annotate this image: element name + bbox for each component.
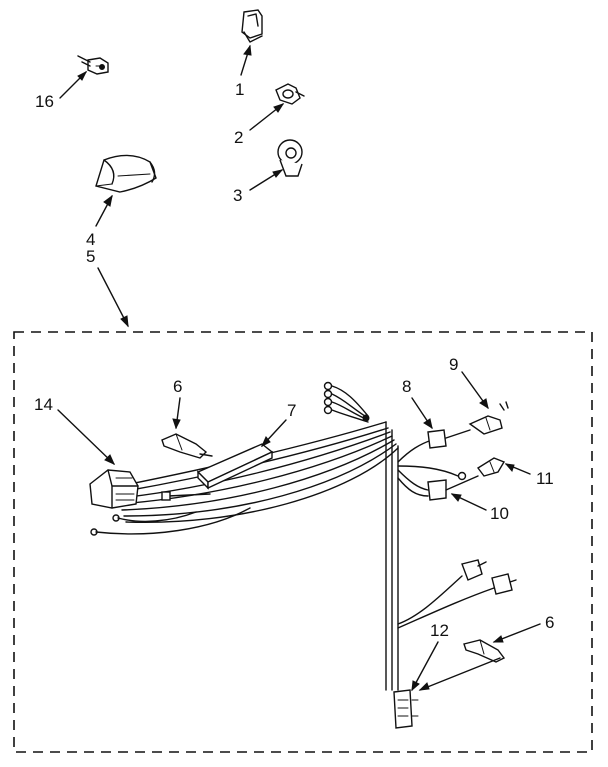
part-7-block [196, 443, 274, 490]
part-2-clip [275, 83, 305, 105]
callout-7: 7 [287, 401, 296, 420]
leader-16 [59, 70, 88, 99]
right-branch-connectors [397, 559, 517, 629]
part-6-terminal-right [463, 639, 506, 663]
leader-11 [504, 463, 531, 475]
part-10-connector [397, 465, 479, 501]
part-16-connector [77, 55, 109, 75]
leader-5 [97, 267, 129, 328]
part-1-clip [241, 9, 263, 43]
leader-8 [411, 397, 433, 430]
part-11-terminal [476, 457, 506, 477]
left-loose-wires [90, 491, 251, 536]
callout-16: 16 [35, 92, 54, 111]
leader-2 [249, 103, 285, 131]
callout-2: 2 [234, 128, 243, 147]
leader-4 [95, 194, 113, 227]
upper-ring-terminal-wires [323, 381, 370, 423]
leader-14 [57, 409, 115, 465]
callout-11: 11 [536, 469, 554, 488]
callout-12: 12 [430, 621, 449, 640]
harness-assembly-boundary [13, 331, 593, 753]
callout-9: 9 [449, 355, 458, 374]
callout-4: 4 [86, 230, 95, 249]
leader-12 [411, 641, 501, 692]
callout-5: 5 [86, 247, 95, 266]
part-3-ring-clip [277, 139, 303, 177]
callout-10: 10 [490, 504, 509, 523]
callout-8: 8 [402, 377, 411, 396]
callout-1: 1 [235, 80, 244, 99]
leader-6-left [172, 397, 181, 430]
part-8-connector [397, 429, 471, 463]
harness-main-bundle [119, 421, 399, 691]
leader-9 [461, 371, 489, 410]
part-6-terminal-left [161, 433, 213, 459]
callout-6-left: 6 [173, 377, 182, 396]
callout-3: 3 [233, 186, 242, 205]
callout-6-right: 6 [545, 613, 554, 632]
part-12-connector [393, 689, 419, 729]
callout-14: 14 [34, 395, 53, 414]
part-14-connector [89, 469, 139, 509]
leader-7 [260, 419, 287, 448]
part-9-terminal [468, 401, 509, 435]
leader-6-right [492, 623, 541, 643]
leader-1 [240, 44, 252, 76]
leader-10 [450, 493, 487, 511]
part-4-sleeve [95, 154, 157, 193]
leader-3 [249, 169, 284, 191]
